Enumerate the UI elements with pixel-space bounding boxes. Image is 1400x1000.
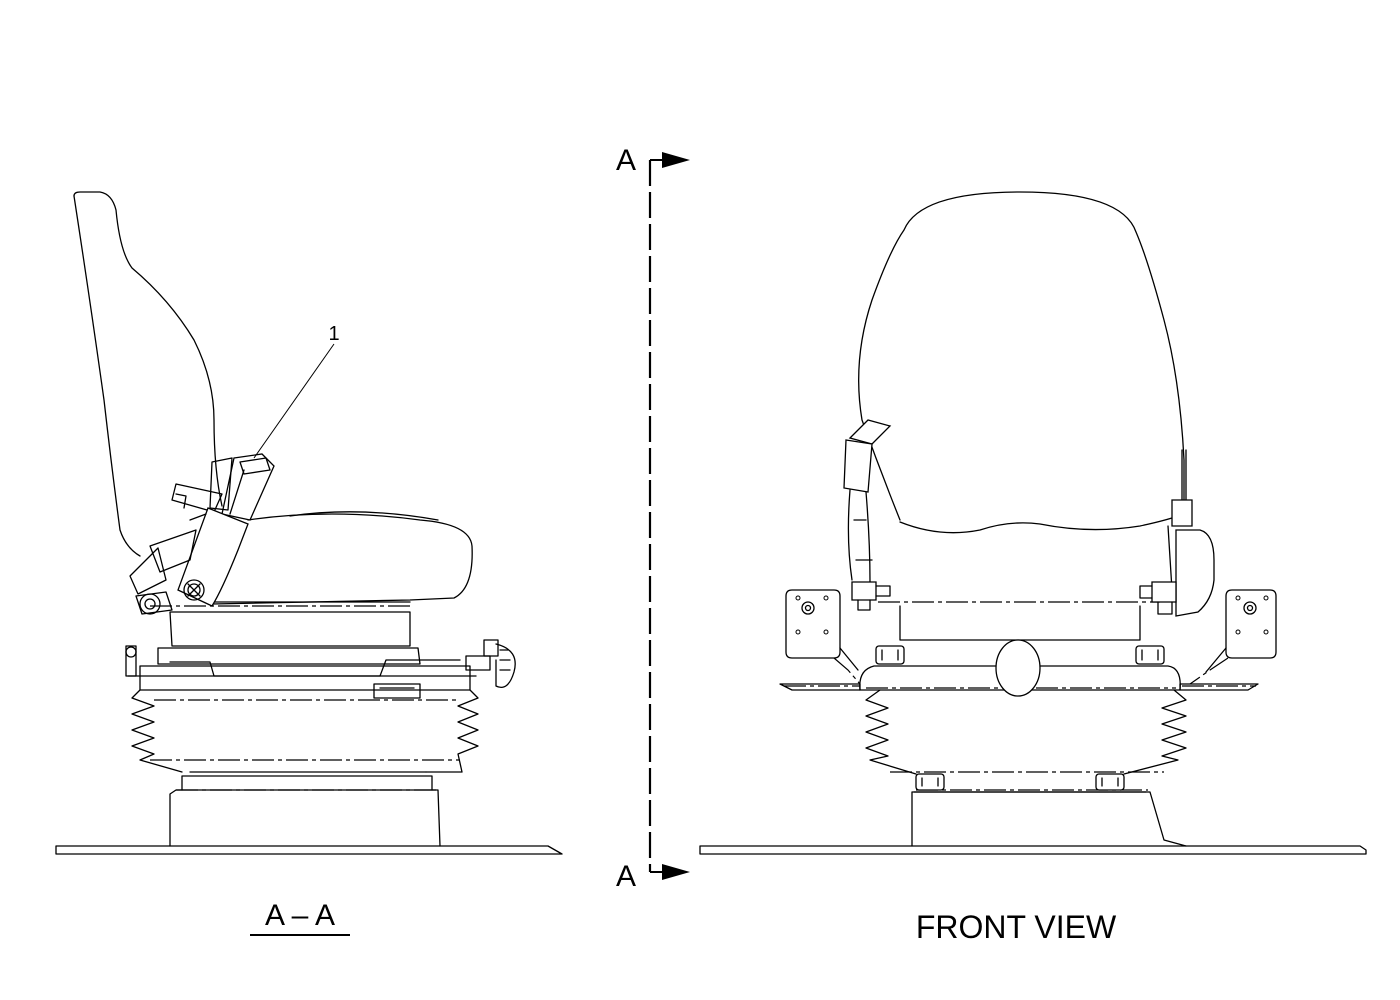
seat-backrest-right: [858, 191, 1185, 534]
seat-base-box: [150, 601, 411, 647]
section-marker-top: A: [616, 144, 636, 177]
seat-base-right: [875, 601, 1165, 697]
seat-belt-buckle-assembly: [129, 453, 275, 615]
front-view-title: FRONT VIEW: [916, 909, 1117, 945]
section-marker-bottom: A: [616, 860, 636, 893]
base-pedestal-right: [911, 773, 1187, 847]
section-view-title: A – A: [265, 899, 335, 932]
seat-cushion-left: [211, 511, 473, 605]
section-cut-line: A A: [616, 144, 690, 893]
floor-plate-right: [699, 845, 1367, 855]
suspension-top-plate: [779, 665, 1259, 691]
seat-belt-left-side: [843, 419, 892, 611]
side-bracket-right: [1189, 589, 1277, 685]
floor-plate-left: [55, 845, 563, 855]
slide-rail-assembly: [125, 639, 516, 699]
side-bracket-left: [785, 589, 861, 685]
callout-1: 1: [253, 323, 340, 459]
seat-belt-right-side: [1139, 449, 1215, 617]
suspension-bellows-left: [131, 689, 479, 773]
suspension-bellows-right: [865, 689, 1187, 775]
callout-1-label: 1: [328, 323, 339, 345]
front-view: FRONT VIEW: [699, 191, 1367, 945]
section-view-a-a: 1 A – A: [55, 191, 563, 936]
seat-backrest-left: [73, 191, 223, 557]
base-pedestal-left: [169, 771, 441, 847]
